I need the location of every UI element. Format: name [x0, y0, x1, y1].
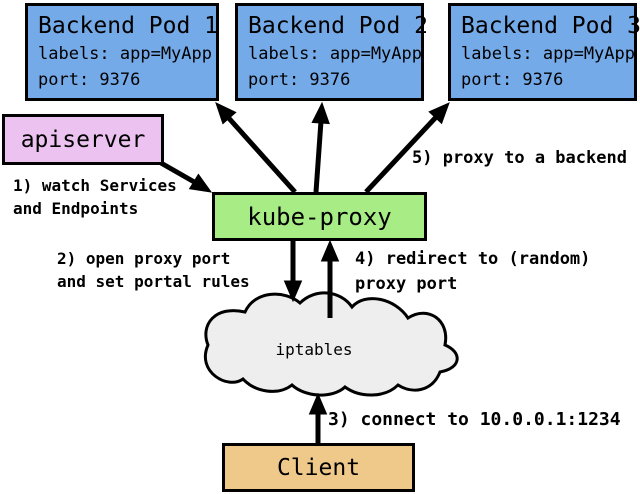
iptables-label: iptables — [275, 340, 353, 359]
arrow-iptables-to-kube-proxy — [320, 239, 340, 318]
arrow-kube-proxy-to-iptables — [283, 241, 303, 303]
arrow-kube-proxy-to-pod2 — [311, 101, 330, 193]
pod-3-port: port: 9376 — [461, 70, 564, 91]
backend-pod-2-box: Backend Pod 2 labels: app=MyApp port: 93… — [235, 3, 429, 101]
pod-2-port: port: 9376 — [248, 70, 351, 91]
apiserver-label: apiserver — [20, 126, 146, 153]
arrow-kube-proxy-to-pod3 — [364, 102, 450, 194]
annotation-step5: 5) proxy to a backend — [412, 148, 627, 168]
pod-2-title: Backend Pod 2 — [248, 13, 429, 39]
pod-3-labels: labels: app=MyApp — [461, 43, 635, 64]
annotation-step3: 3) connect to 10.0.0.1:1234 — [328, 409, 621, 430]
pod-2-labels: labels: app=MyApp — [248, 43, 422, 64]
arrow-kube-proxy-to-pod1 — [215, 102, 297, 194]
annotation-step4: 4) redirect to (random) proxy port — [355, 249, 591, 294]
backend-pod-1-box: Backend Pod 1 labels: app=MyApp port: 93… — [25, 3, 219, 101]
annotation-step1: 1) watch Services and Endpoints — [13, 176, 177, 219]
kube-proxy-box: kube-proxy — [212, 192, 427, 241]
arrow-apiserver-to-kube-proxy — [159, 160, 213, 193]
pod-1-title: Backend Pod 1 — [38, 13, 219, 39]
pod-3-title: Backend Pod 3 — [461, 13, 640, 39]
pod-1-labels: labels: app=MyApp — [38, 43, 212, 64]
annotation-step2: 2) open proxy port and set portal rules — [57, 249, 250, 292]
client-box: Client — [222, 443, 415, 492]
kube-proxy-label: kube-proxy — [247, 202, 392, 231]
backend-pod-3-box: Backend Pod 3 labels: app=MyApp port: 93… — [448, 3, 640, 101]
pod-1-port: port: 9376 — [38, 70, 141, 91]
arrow-client-to-iptables — [308, 392, 328, 443]
client-label: Client — [276, 454, 361, 481]
apiserver-box: apiserver — [2, 114, 164, 165]
